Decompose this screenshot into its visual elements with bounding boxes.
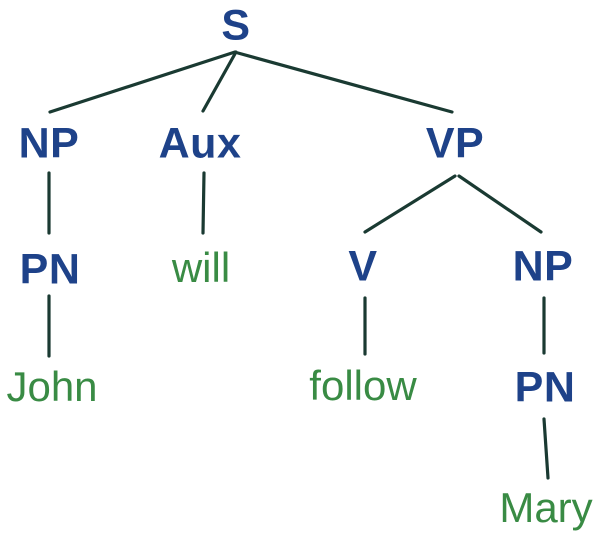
edge-pn-mary <box>542 417 550 480</box>
node-np-subject: NP <box>18 119 80 168</box>
edge-aux-will <box>201 171 206 235</box>
word-john: John <box>6 363 98 410</box>
node-pn-object: PN <box>514 363 576 412</box>
node-pn-subject: PN <box>19 245 81 294</box>
word-mary: Mary <box>499 484 593 531</box>
edge-s-np-subject <box>48 50 237 114</box>
node-v: V <box>348 242 378 291</box>
word-will: will <box>171 244 231 291</box>
edge-vp-v <box>363 174 457 234</box>
node-aux: Aux <box>158 119 242 168</box>
node-s: S <box>221 1 251 50</box>
word-follow: follow <box>309 362 417 409</box>
node-vp: VP <box>425 119 485 168</box>
node-np-object: NP <box>512 242 574 291</box>
edge-vp-np-object <box>457 174 543 234</box>
edge-s-vp <box>236 51 454 114</box>
edge-s-aux <box>201 50 238 113</box>
